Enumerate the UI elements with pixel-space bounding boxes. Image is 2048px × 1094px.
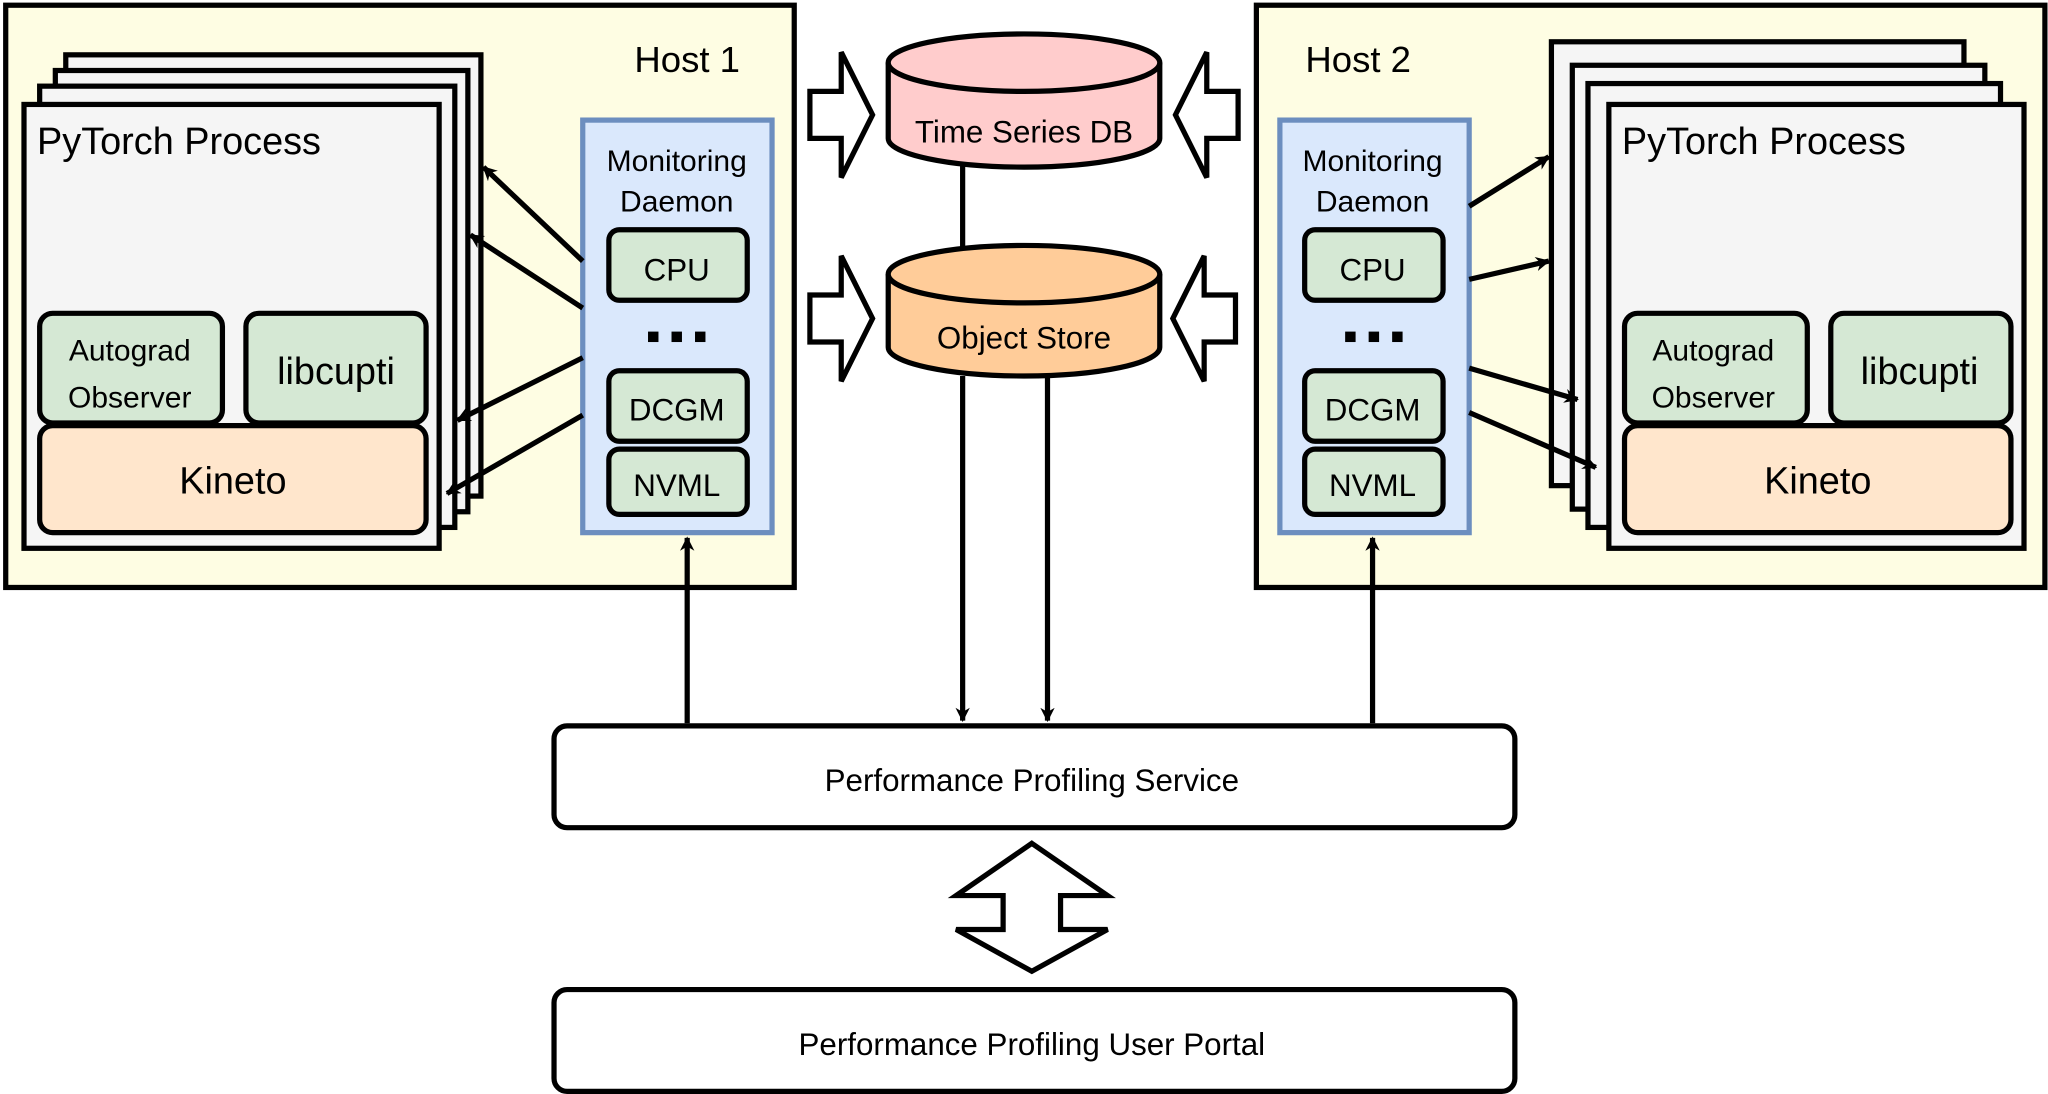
host-2-cpu[interactable] <box>1302 227 1446 303</box>
object-store-label: Object Store <box>937 321 1111 356</box>
host-1-daemon-title-2: Daemon <box>620 185 733 218</box>
host-2-kineto-label: Kineto <box>1764 460 1871 502</box>
host-1-kineto-label: Kineto <box>179 460 286 502</box>
object-store[interactable]: Object Store <box>885 242 1163 379</box>
host-2-cpu-label: CPU <box>1339 253 1405 288</box>
host-1-dcgm-label: DCGM <box>629 392 725 427</box>
host-1-to-objectstore-arrow <box>807 254 876 383</box>
service-portal-bidirectional-arrow <box>947 840 1116 975</box>
host-1-kineto[interactable] <box>37 422 429 536</box>
host-2-autograd-label-1: Autograd <box>1652 334 1774 367</box>
host-2-daemon-arrow-4 <box>1468 410 1598 470</box>
host-1-autograd-label-2: Observer <box>68 381 191 414</box>
service-layer: Performance Profiling Service Performanc… <box>551 375 1518 1094</box>
host-1-process-title: PyTorch Process <box>37 121 321 163</box>
host-2-dcgm[interactable] <box>1302 368 1446 444</box>
time-series-db-label: Time Series DB <box>915 114 1133 149</box>
host-2-libcupti-label: libcupti <box>1861 351 1979 393</box>
host-2-title: Host 2 <box>1305 39 1411 80</box>
host-2-daemon-arrow-1 <box>1467 154 1551 209</box>
host-1-daemon-arrow-3 <box>456 355 584 423</box>
host-2-dcgm-label: DCGM <box>1325 392 1421 427</box>
host-1-dcgm[interactable] <box>606 368 750 444</box>
host-2-daemon-arrow-2 <box>1468 256 1551 282</box>
host-2-to-objectstore-arrow <box>1169 254 1239 383</box>
host-1-daemon-arrow-2 <box>469 232 585 311</box>
host-2: Host 2 PyTorch Process Autograd Observer… <box>1253 2 2048 591</box>
host-1-cpu-label: CPU <box>644 253 710 288</box>
host-1-title: Host 1 <box>634 39 740 80</box>
performance-profiling-user-portal-label: Performance Profiling User Portal <box>799 1027 1266 1062</box>
host-1-nvml-label: NVML <box>633 468 720 503</box>
host-1-daemon-arrow-1 <box>481 165 585 263</box>
host-1: Host 1 PyTorch Process Autograd Observer… <box>3 2 797 591</box>
host-2-daemon-arrow-3 <box>1468 365 1579 403</box>
host-2-daemon-title-1: Monitoring <box>1302 145 1442 178</box>
performance-profiling-user-portal[interactable] <box>551 986 1518 1094</box>
host-2-nvml-label: NVML <box>1329 468 1416 503</box>
performance-profiling-service[interactable] <box>551 723 1518 831</box>
host-2-process-title: PyTorch Process <box>1622 121 1906 163</box>
host-1-autograd-label-1: Autograd <box>69 334 191 367</box>
host-1-ellipsis-icon <box>648 331 706 343</box>
host-2-nvml[interactable] <box>1302 446 1446 517</box>
host-2-ellipsis-icon <box>1345 331 1403 343</box>
storage: Time Series DB Object Store <box>807 31 1241 383</box>
time-series-db[interactable]: Time Series DB <box>885 31 1163 170</box>
host-1-daemon-arrow-4 <box>445 412 585 496</box>
host-2-daemon-title-2: Daemon <box>1316 185 1429 218</box>
host-2-kineto[interactable] <box>1621 422 2014 536</box>
host-2-autograd-label-2: Observer <box>1652 381 1775 414</box>
host-2-to-tsdb-arrow <box>1172 51 1241 179</box>
host-1-daemon-title-1: Monitoring <box>607 145 747 178</box>
performance-profiling-service-label: Performance Profiling Service <box>825 763 1239 798</box>
host-1-to-tsdb-arrow <box>807 51 876 179</box>
host-1-nvml[interactable] <box>606 446 750 517</box>
host-1-cpu[interactable] <box>606 227 750 303</box>
host-1-libcupti-label: libcupti <box>277 351 395 393</box>
